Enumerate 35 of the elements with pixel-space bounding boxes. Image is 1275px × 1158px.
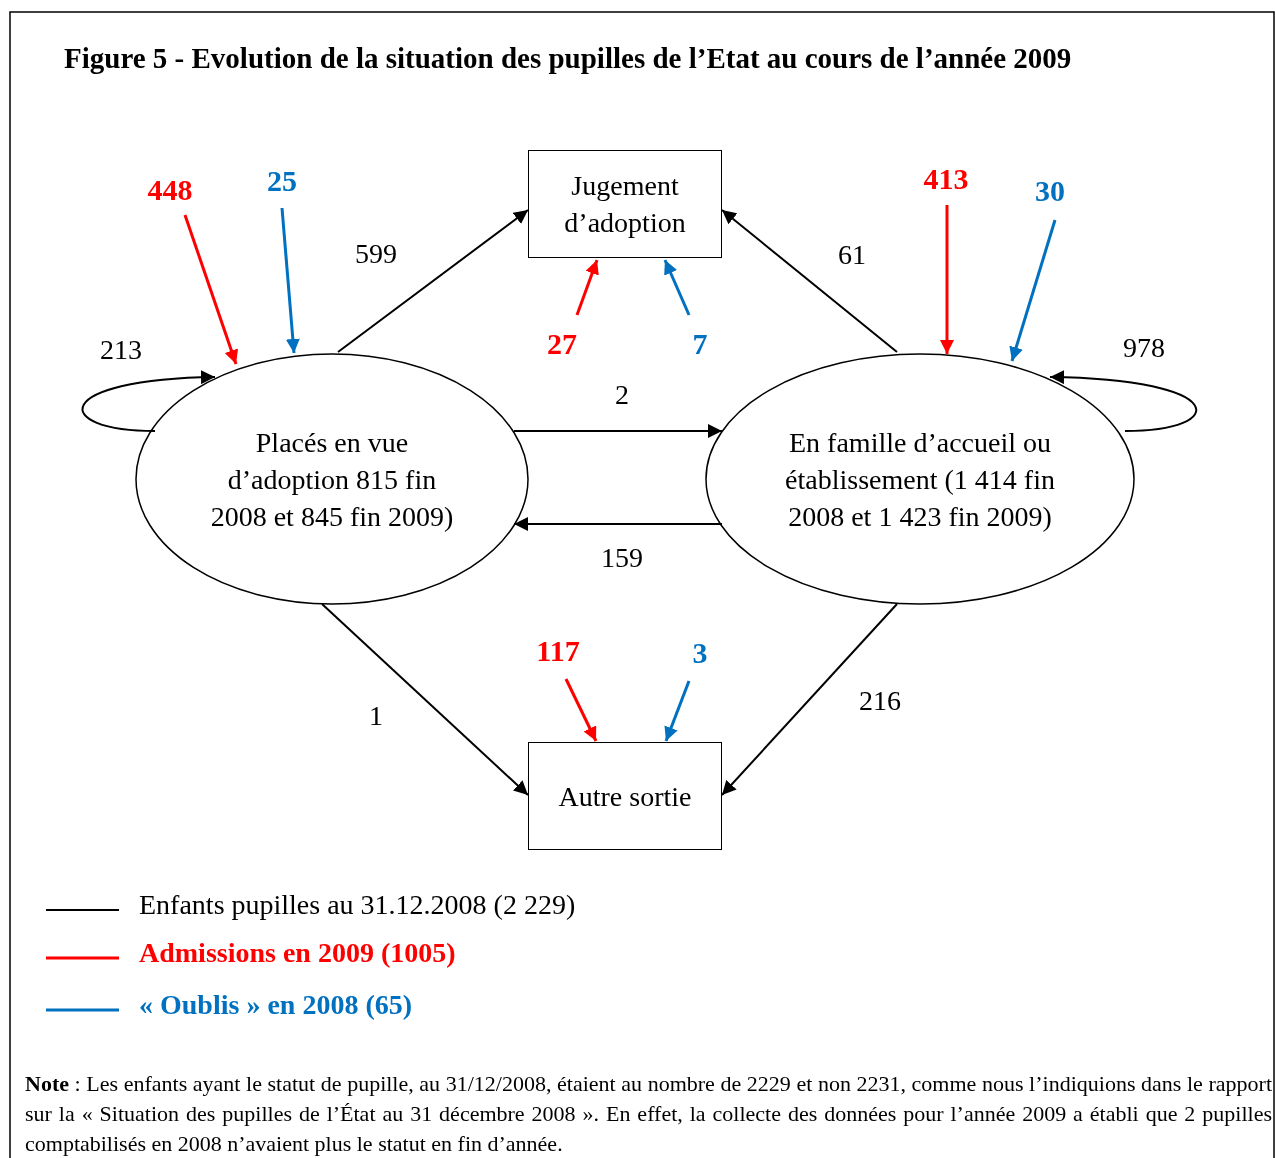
note-paragraph: Note : Les enfants ayant le statut de pupille, au 31/12/2008, étaient au nombre de 2229 et non 2231, comme nous l’indiquions dans le rapport sur la « Situation des pupilles de l’État au 31 décembre 2008 ». En effet, la collecte des données pour l’année 2009 a établi que 2 pupilles comptabilisés en 2008 n’avaient plus le statut en fin d’année.	[25, 1070, 1272, 1158]
count-number: 27	[547, 327, 577, 361]
arrow	[575, 259, 599, 316]
count-number: 3	[692, 636, 708, 670]
count-number: 117	[536, 634, 580, 668]
arrow	[337, 209, 529, 353]
figure-title: Figure 5 - Evolution de la situation des pupilles de l’Etat au cours de l’année 2009	[64, 42, 1072, 75]
count-number: 30	[1035, 174, 1065, 208]
arrow	[183, 214, 239, 365]
arrow	[81, 370, 216, 432]
arrow	[663, 259, 691, 316]
legend-text: « Oublis » en 2008 (65)	[139, 989, 413, 1021]
arrow	[280, 207, 300, 354]
legend-text: Admissions en 2009 (1005)	[139, 937, 456, 969]
outcome-box	[528, 150, 722, 258]
arrow	[664, 680, 691, 742]
arrow	[513, 424, 723, 438]
count-number: 25	[267, 164, 297, 198]
outcome-box	[528, 742, 722, 850]
node-label: Autre sortie	[557, 779, 693, 814]
node-label: Placés en vue d’adoption 815 fin 2008 et 845 fin 2009)	[209, 425, 455, 534]
arrow	[721, 603, 898, 796]
arrow	[721, 209, 898, 353]
arrow	[1009, 219, 1057, 362]
legend-text: Enfants pupilles au 31.12.2008 (2 229)	[139, 889, 576, 921]
count-number: 448	[147, 173, 193, 207]
arrow	[513, 517, 723, 531]
arrow	[321, 603, 529, 796]
arrow	[1049, 370, 1198, 432]
arrow	[564, 678, 598, 742]
count-number: 413	[923, 162, 969, 196]
node-label: Jugement d’adoption	[563, 169, 687, 240]
arrow	[940, 205, 954, 354]
count-number: 7	[692, 327, 708, 361]
node-label: En famille d’accueil ou établissement (1 414 fin 2008 et 1 423 fin 2009)	[784, 425, 1056, 534]
